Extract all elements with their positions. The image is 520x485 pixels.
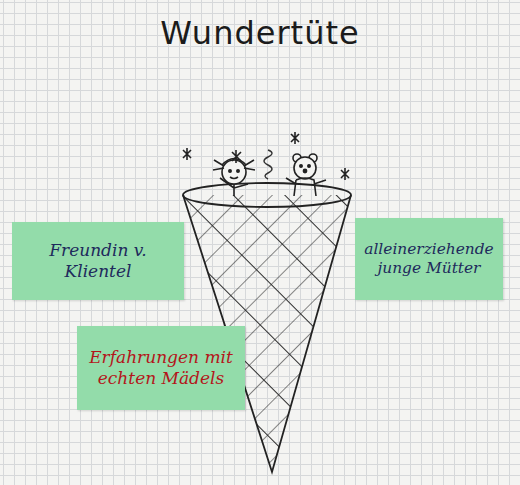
sticky-note: Erfahrungen mit echten Mädels: [77, 326, 245, 410]
sticky-note: alleinerziehende junge Mütter: [355, 218, 503, 300]
sticky-note: Freundin v. Klientel: [12, 222, 184, 300]
note-text: alleinerziehende junge Mütter: [363, 240, 495, 279]
title: Wundertüte: [110, 14, 410, 52]
note-text: Freundin v. Klientel: [20, 240, 176, 283]
note-text: Erfahrungen mit echten Mädels: [85, 347, 237, 390]
